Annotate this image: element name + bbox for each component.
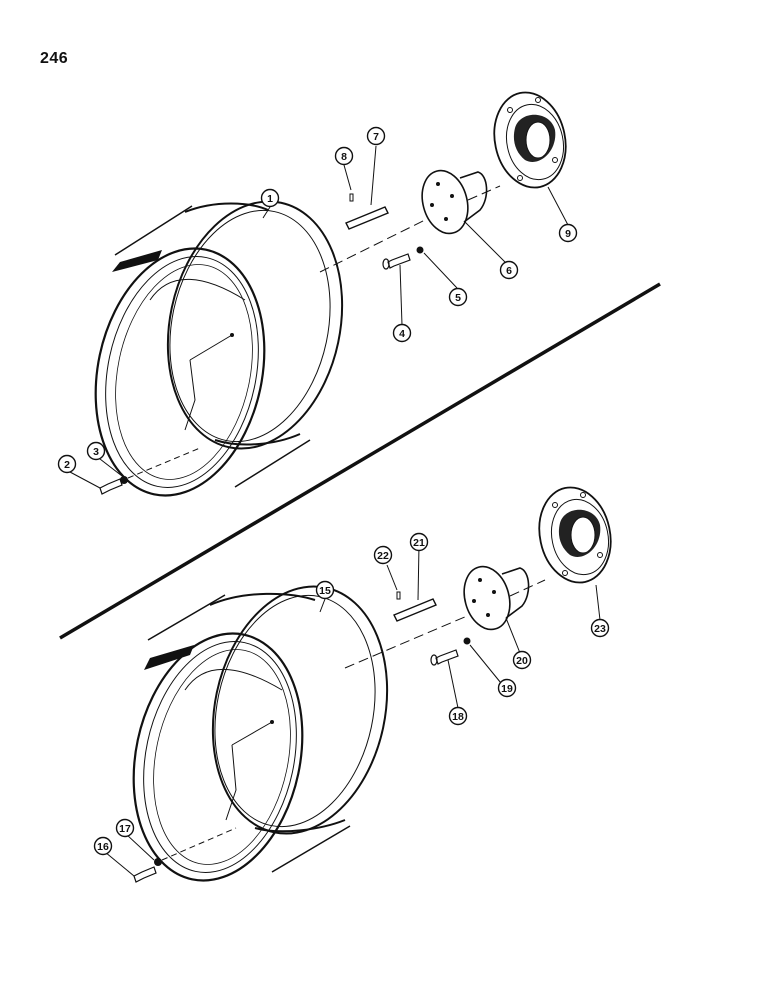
callout-22: 22 (373, 545, 393, 565)
callout-circle (86, 441, 106, 461)
upper-leader-lines (69, 145, 569, 489)
callout-number: 20 (516, 655, 528, 667)
callout-9: 9 (558, 223, 578, 243)
upper-stud (382, 246, 424, 270)
callout-number: 9 (565, 228, 571, 240)
callout-circle (448, 706, 468, 726)
page-number: 246 (40, 50, 69, 67)
callout-number: 23 (594, 623, 606, 635)
callout-circle (448, 287, 468, 307)
lower-rim-bolt (133, 827, 237, 883)
callout-23: 23 (590, 618, 610, 638)
upper-hub (319, 169, 501, 273)
callout-number: 1 (267, 193, 273, 205)
callout-number: 16 (97, 841, 109, 853)
lower-leader-lines (104, 544, 601, 877)
callout-circle (590, 618, 610, 638)
callout-number: 7 (373, 131, 379, 143)
callout-number: 19 (501, 683, 513, 695)
callout-circle (499, 260, 519, 280)
callout-number: 6 (506, 265, 512, 277)
callout-number: 15 (319, 585, 331, 597)
callout-6: 6 (499, 260, 519, 280)
callout-number: 8 (341, 151, 347, 163)
callout-4: 4 (392, 323, 412, 343)
callout-3: 3 (86, 441, 106, 461)
callout-16: 16 (93, 836, 113, 856)
callout-circle (315, 580, 335, 600)
callout-17: 17 (115, 818, 135, 838)
callout-21: 21 (409, 532, 429, 552)
lower-wheel-assembly (104, 486, 612, 883)
lower-flange (538, 486, 612, 584)
callout-circle (497, 678, 517, 698)
upper-rim (94, 200, 344, 497)
callout-20: 20 (512, 650, 532, 670)
callout-8: 8 (334, 146, 354, 166)
callout-circle (373, 545, 393, 565)
separator-line (59, 282, 661, 640)
callout-5: 5 (448, 287, 468, 307)
callout-number: 17 (119, 823, 131, 835)
callout-number: 21 (413, 537, 425, 549)
callout-circle (334, 146, 354, 166)
callout-circle (57, 454, 77, 474)
callout-number: 22 (377, 550, 389, 562)
callout-number: 18 (452, 711, 464, 723)
upper-rim-bolt (99, 447, 201, 495)
callout-1: 1 (260, 188, 280, 208)
upper-key (345, 193, 389, 230)
callout-circle (93, 836, 113, 856)
callout-number: 4 (399, 328, 405, 340)
lower-key (393, 591, 437, 622)
lower-rim (132, 585, 389, 882)
lower-stud (430, 637, 471, 666)
callout-2: 2 (57, 454, 77, 474)
upper-wheel-assembly (69, 91, 569, 497)
callout-number: 2 (64, 459, 70, 471)
callout-circle (409, 532, 429, 552)
callout-circle (366, 126, 386, 146)
lower-hub (344, 565, 546, 669)
callout-circle (260, 188, 280, 208)
callout-number: 3 (93, 446, 99, 458)
callout-18: 18 (448, 706, 468, 726)
callout-circle (115, 818, 135, 838)
callout-7: 7 (366, 126, 386, 146)
callout-circle (558, 223, 578, 243)
callout-circle (512, 650, 532, 670)
callout-circle (392, 323, 412, 343)
callout-15: 15 (315, 580, 335, 600)
callout-19: 19 (497, 678, 517, 698)
upper-flange (493, 91, 567, 189)
callout-number: 5 (455, 292, 461, 304)
